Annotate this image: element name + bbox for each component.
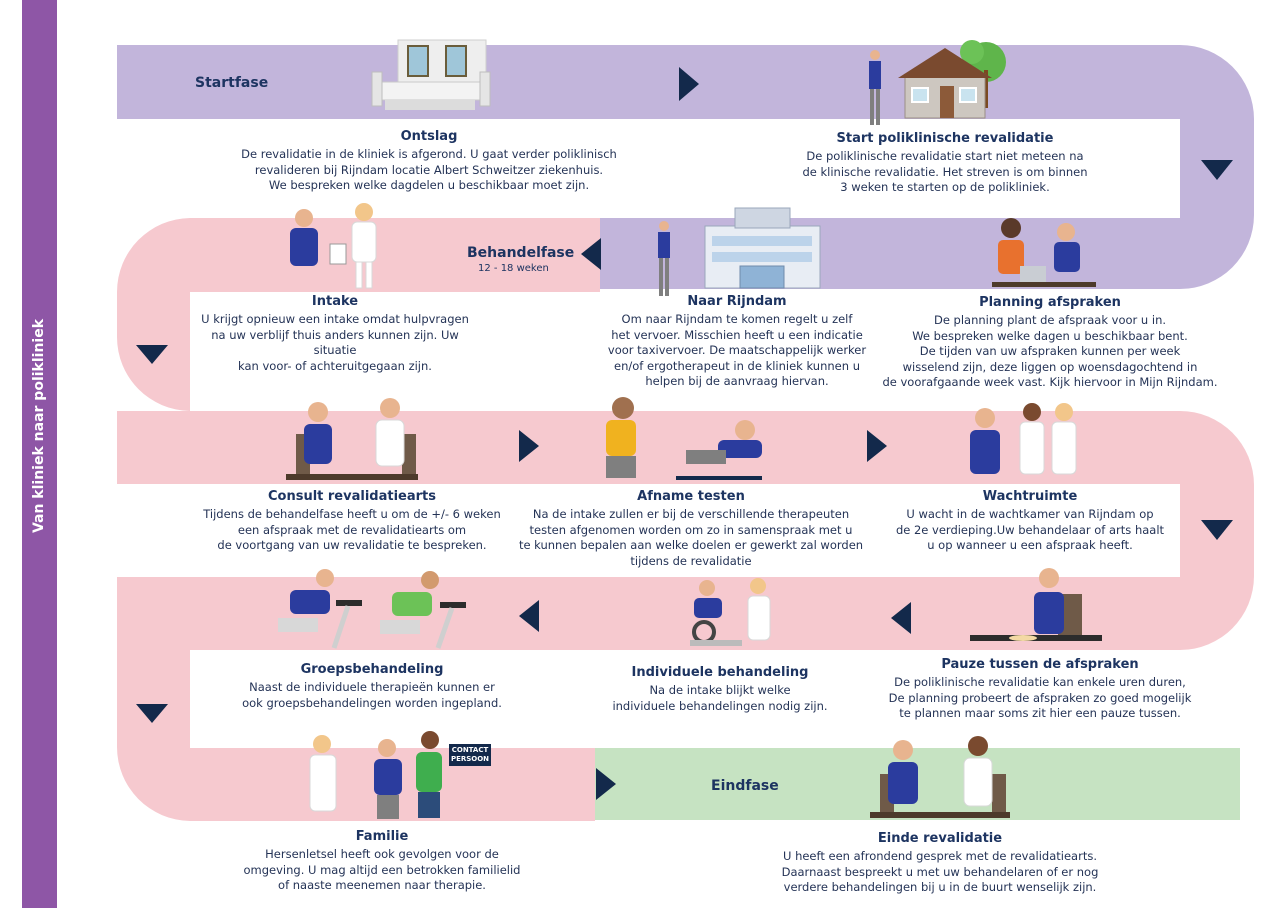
contact-badge-line1: CONTACT [451,746,489,754]
arrow-right-icon [867,430,887,462]
arrow-left-icon [581,238,601,270]
step-title: Naar Rijndam [687,294,787,309]
rijndam-building-illustration [658,207,821,296]
arrow-down-icon [136,704,168,723]
group-treatment-illustration [278,569,466,649]
step-title: Afname testen [637,489,745,504]
end-consult-illustration [870,736,1010,818]
step-title: Wachtruimte [982,489,1078,504]
step-familie: Familie Hersenletsel heeft ook gevolgen … [232,829,532,894]
step-title: Individuele behandeling [631,665,809,680]
step-wachtruimte: Wachtruimte U wacht in de wachtkamer van… [880,489,1180,554]
step-text: Hersenletsel heeft ook gevolgen voor de … [243,847,521,892]
family-illustration [309,731,442,819]
phase-treatment-label: Behandelfase [467,245,575,261]
step-title: Groepsbehandeling [300,662,444,677]
patient-figure [869,50,881,125]
arrow-left-icon [519,600,539,632]
step-planning: Planning afspraken De planning plant de … [875,295,1225,391]
step-title: Consult revalidatiearts [267,489,436,504]
sidebar-bar [22,0,57,908]
testing-illustration [606,397,762,480]
step-text: De revalidatie in de kliniek is afgerond… [241,147,617,192]
step-title: Planning afspraken [979,295,1121,310]
pause-illustration [970,568,1102,641]
step-text: Om naar Rijndam te komen regelt u zelf h… [607,312,867,388]
step-title: Ontslag [400,129,458,144]
arrow-left-icon [891,602,911,634]
planning-illustration [992,218,1096,287]
individual-treatment-illustration [690,578,771,646]
step-naar-rijndam: Naar Rijndam Om naar Rijndam te komen re… [592,294,882,390]
step-afname-testen: Afname testen Na de intake zullen er bij… [503,489,879,569]
step-title: Intake [311,294,359,309]
arrow-down-icon [136,345,168,364]
phase-start-label: Startfase [195,75,269,91]
step-text: Naast de individuele therapieën kunnen e… [242,680,502,710]
consult-illustration [286,398,418,480]
step-text: U wacht in de wachtkamer van Rijndam op … [895,507,1165,552]
step-text: Na de intake zullen er bij de verschille… [518,507,864,568]
step-consult: Consult revalidatiearts Tijdens de behan… [182,489,522,554]
arrow-right-icon [519,430,539,462]
step-ontslag: Ontslag De revalidatie in de kliniek is … [214,129,644,194]
arrow-right-icon [679,67,699,101]
step-text: Tijdens de behandelfase heeft u om de +/… [203,507,501,552]
house-illustration [869,40,1006,125]
step-start-poli: Start poliklinische revalidatie De polik… [780,131,1110,196]
step-individuele-behandeling: Individuele behandeling Na de intake bli… [590,665,850,714]
step-text: Na de intake blijkt welke individuele be… [612,683,828,713]
step-title: Einde revalidatie [877,831,1003,846]
step-title: Pauze tussen de afspraken [941,657,1139,672]
step-text: U heeft een afrondend gesprek met de rev… [781,849,1099,894]
step-text: De poliklinische revalidatie start niet … [802,149,1088,194]
arrow-down-icon [1201,160,1233,180]
arrow-down-icon [1201,520,1233,540]
phase-treatment-duration: 12 - 18 weken [478,263,549,274]
path-treatment-phase [116,218,1254,821]
contact-badge-line2: PERSOON [450,755,490,763]
step-text: U krijgt opnieuw een intake omdat hulpvr… [201,312,469,373]
hospital-room-illustration [371,39,491,110]
arrow-right-icon [596,768,616,800]
step-einde-revalidatie: Einde revalidatie U heeft een afrondend … [765,831,1115,896]
phase-end-label: Eindfase [711,778,779,794]
sidebar-title: Van kliniek naar polikliniek [31,318,47,534]
step-pauze: Pauze tussen de afspraken De poliklinisc… [860,657,1220,722]
step-text: De poliklinische revalidatie kan enkele … [888,675,1192,720]
step-title: Familie [355,829,409,844]
contact-person-badge: CONTACT PERSOON [449,744,491,766]
patient-figure [658,221,670,296]
step-groepsbehandeling: Groepsbehandeling Naast de individuele t… [222,662,522,711]
waiting-room-illustration [970,403,1077,475]
step-intake: Intake U krijgt opnieuw een intake omdat… [190,294,480,374]
intake-illustration [290,203,377,289]
step-text: De planning plant de afspraak voor u in.… [882,313,1218,389]
step-title: Start poliklinische revalidatie [836,131,1054,146]
